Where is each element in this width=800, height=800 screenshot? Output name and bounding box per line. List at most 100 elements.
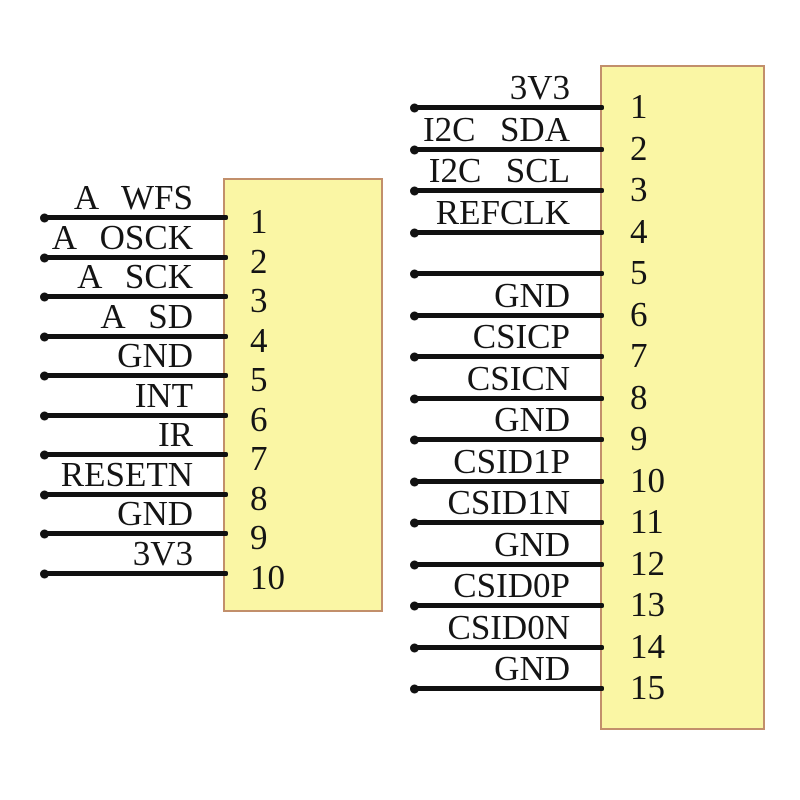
- pin-number: 2: [630, 129, 648, 168]
- pin-wire: [410, 352, 604, 361]
- pin-wire: [410, 643, 604, 652]
- pin-label: I2C SDA: [422, 110, 570, 149]
- pin-label: CSICP: [472, 317, 570, 356]
- pin-wire: [410, 518, 604, 527]
- pin-label: INT: [134, 376, 193, 415]
- wire-endpoint-dot: [40, 371, 49, 380]
- connector-left-body: [223, 178, 383, 612]
- wire-endpoint-dot: [40, 450, 49, 459]
- pin-wire: [410, 269, 604, 278]
- pin-label: GND: [117, 336, 193, 375]
- pin-number: 10: [630, 461, 665, 500]
- wire-endpoint-dot: [410, 394, 419, 403]
- wire-endpoint-dot: [410, 435, 419, 444]
- pin-label: GND: [494, 276, 570, 315]
- pin-wire: [40, 292, 228, 301]
- pin-label: 3V3: [132, 534, 193, 573]
- pin-number: 3: [250, 281, 268, 320]
- pin-wire: [40, 529, 228, 538]
- wire-endpoint-dot: [40, 569, 49, 578]
- pin-number: 4: [250, 321, 268, 360]
- pin-wire: [40, 569, 228, 578]
- pin-number: 9: [630, 419, 648, 458]
- pin-number: 1: [250, 202, 268, 241]
- pin-number: 2: [250, 242, 268, 281]
- wire-endpoint-dot: [410, 103, 419, 112]
- wire-endpoint-dot: [410, 311, 419, 320]
- pin-label: GND: [117, 494, 193, 533]
- pin-number: 13: [630, 585, 665, 624]
- wire-endpoint-dot: [40, 332, 49, 341]
- pin-label: GND: [494, 400, 570, 439]
- pin-number: 9: [250, 518, 268, 557]
- pin-number: 5: [630, 253, 648, 292]
- wire-endpoint-dot: [410, 269, 419, 278]
- pin-wire: [40, 411, 228, 420]
- wire-endpoint-dot: [410, 684, 419, 693]
- pin-wire: [40, 450, 228, 459]
- pin-wire: [40, 253, 228, 262]
- pin-number: 1: [630, 87, 648, 126]
- pin-wire: [410, 311, 604, 320]
- pin-number: 4: [630, 212, 648, 251]
- wire-endpoint-dot: [410, 560, 419, 569]
- pin-label: GND: [494, 649, 570, 688]
- wire-endpoint-dot: [40, 490, 49, 499]
- pin-number: 15: [630, 668, 665, 707]
- pin-number: 14: [630, 627, 665, 666]
- pin-wire: [410, 601, 604, 610]
- wire-endpoint-dot: [40, 529, 49, 538]
- pin-label: CSICN: [466, 359, 570, 398]
- wire-endpoint-dot: [410, 145, 419, 154]
- pin-number: 7: [630, 336, 648, 375]
- pin-label: GND: [494, 525, 570, 564]
- wire-endpoint-dot: [410, 228, 419, 237]
- wire-endpoint-dot: [410, 186, 419, 195]
- wire-endpoint-dot: [410, 352, 419, 361]
- pin-number: 6: [630, 295, 648, 334]
- pin-label: I2C SCL: [428, 151, 570, 190]
- pin-wire: [40, 490, 228, 499]
- pin-wire: [410, 103, 604, 112]
- pin-label: A OSCK: [51, 218, 193, 257]
- pin-label: A SD: [100, 297, 193, 336]
- pin-label: IR: [158, 415, 193, 454]
- pin-label: REFCLK: [435, 193, 570, 232]
- pin-label: CSID0N: [447, 608, 570, 647]
- pin-number: 8: [630, 378, 648, 417]
- pin-wire: [410, 186, 604, 195]
- pin-wire: [410, 435, 604, 444]
- wire-endpoint-dot: [410, 643, 419, 652]
- pin-number: 11: [630, 502, 664, 541]
- pin-wire: [410, 394, 604, 403]
- wire-endpoint-dot: [40, 253, 49, 262]
- pin-wire: [40, 213, 228, 222]
- pin-label: CSID0P: [453, 566, 570, 605]
- pin-number: 12: [630, 544, 665, 583]
- pin-wire: [40, 371, 228, 380]
- pin-wire: [410, 145, 604, 154]
- pin-wire: [40, 332, 228, 341]
- pin-wire: [410, 477, 604, 486]
- pin-number: 5: [250, 360, 268, 399]
- wire-endpoint-dot: [410, 477, 419, 486]
- pin-label: 3V3: [509, 68, 570, 107]
- pin-number: 3: [630, 170, 648, 209]
- wire-endpoint-dot: [410, 601, 419, 610]
- wire-endpoint-dot: [410, 518, 419, 527]
- pin-number: 7: [250, 439, 268, 478]
- pin-label: A WFS: [73, 178, 193, 217]
- pin-label: RESETN: [60, 455, 193, 494]
- pin-label: CSID1N: [447, 483, 570, 522]
- pin-label: CSID1P: [453, 442, 570, 481]
- wire-endpoint-dot: [40, 411, 49, 420]
- pin-wire: [410, 560, 604, 569]
- pin-number: 10: [250, 558, 285, 597]
- pin-wire: [410, 684, 604, 693]
- pin-number: 8: [250, 479, 268, 518]
- pin-label: A SCK: [77, 257, 193, 296]
- wire-endpoint-dot: [40, 213, 49, 222]
